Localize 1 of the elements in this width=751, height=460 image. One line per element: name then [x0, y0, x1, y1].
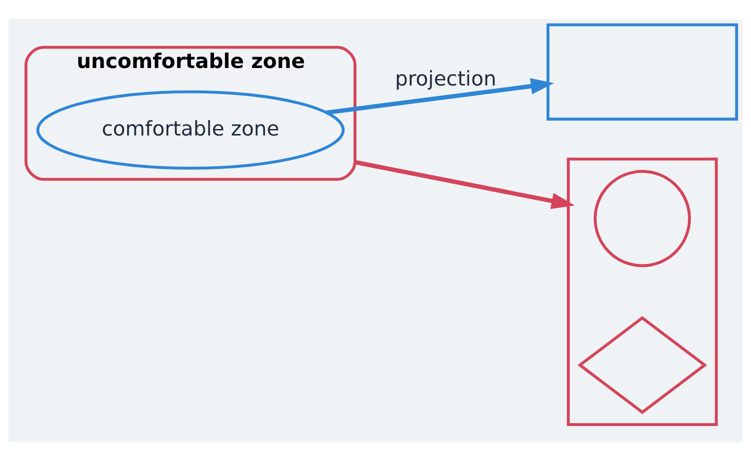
edge-label: projection: [394, 66, 496, 90]
